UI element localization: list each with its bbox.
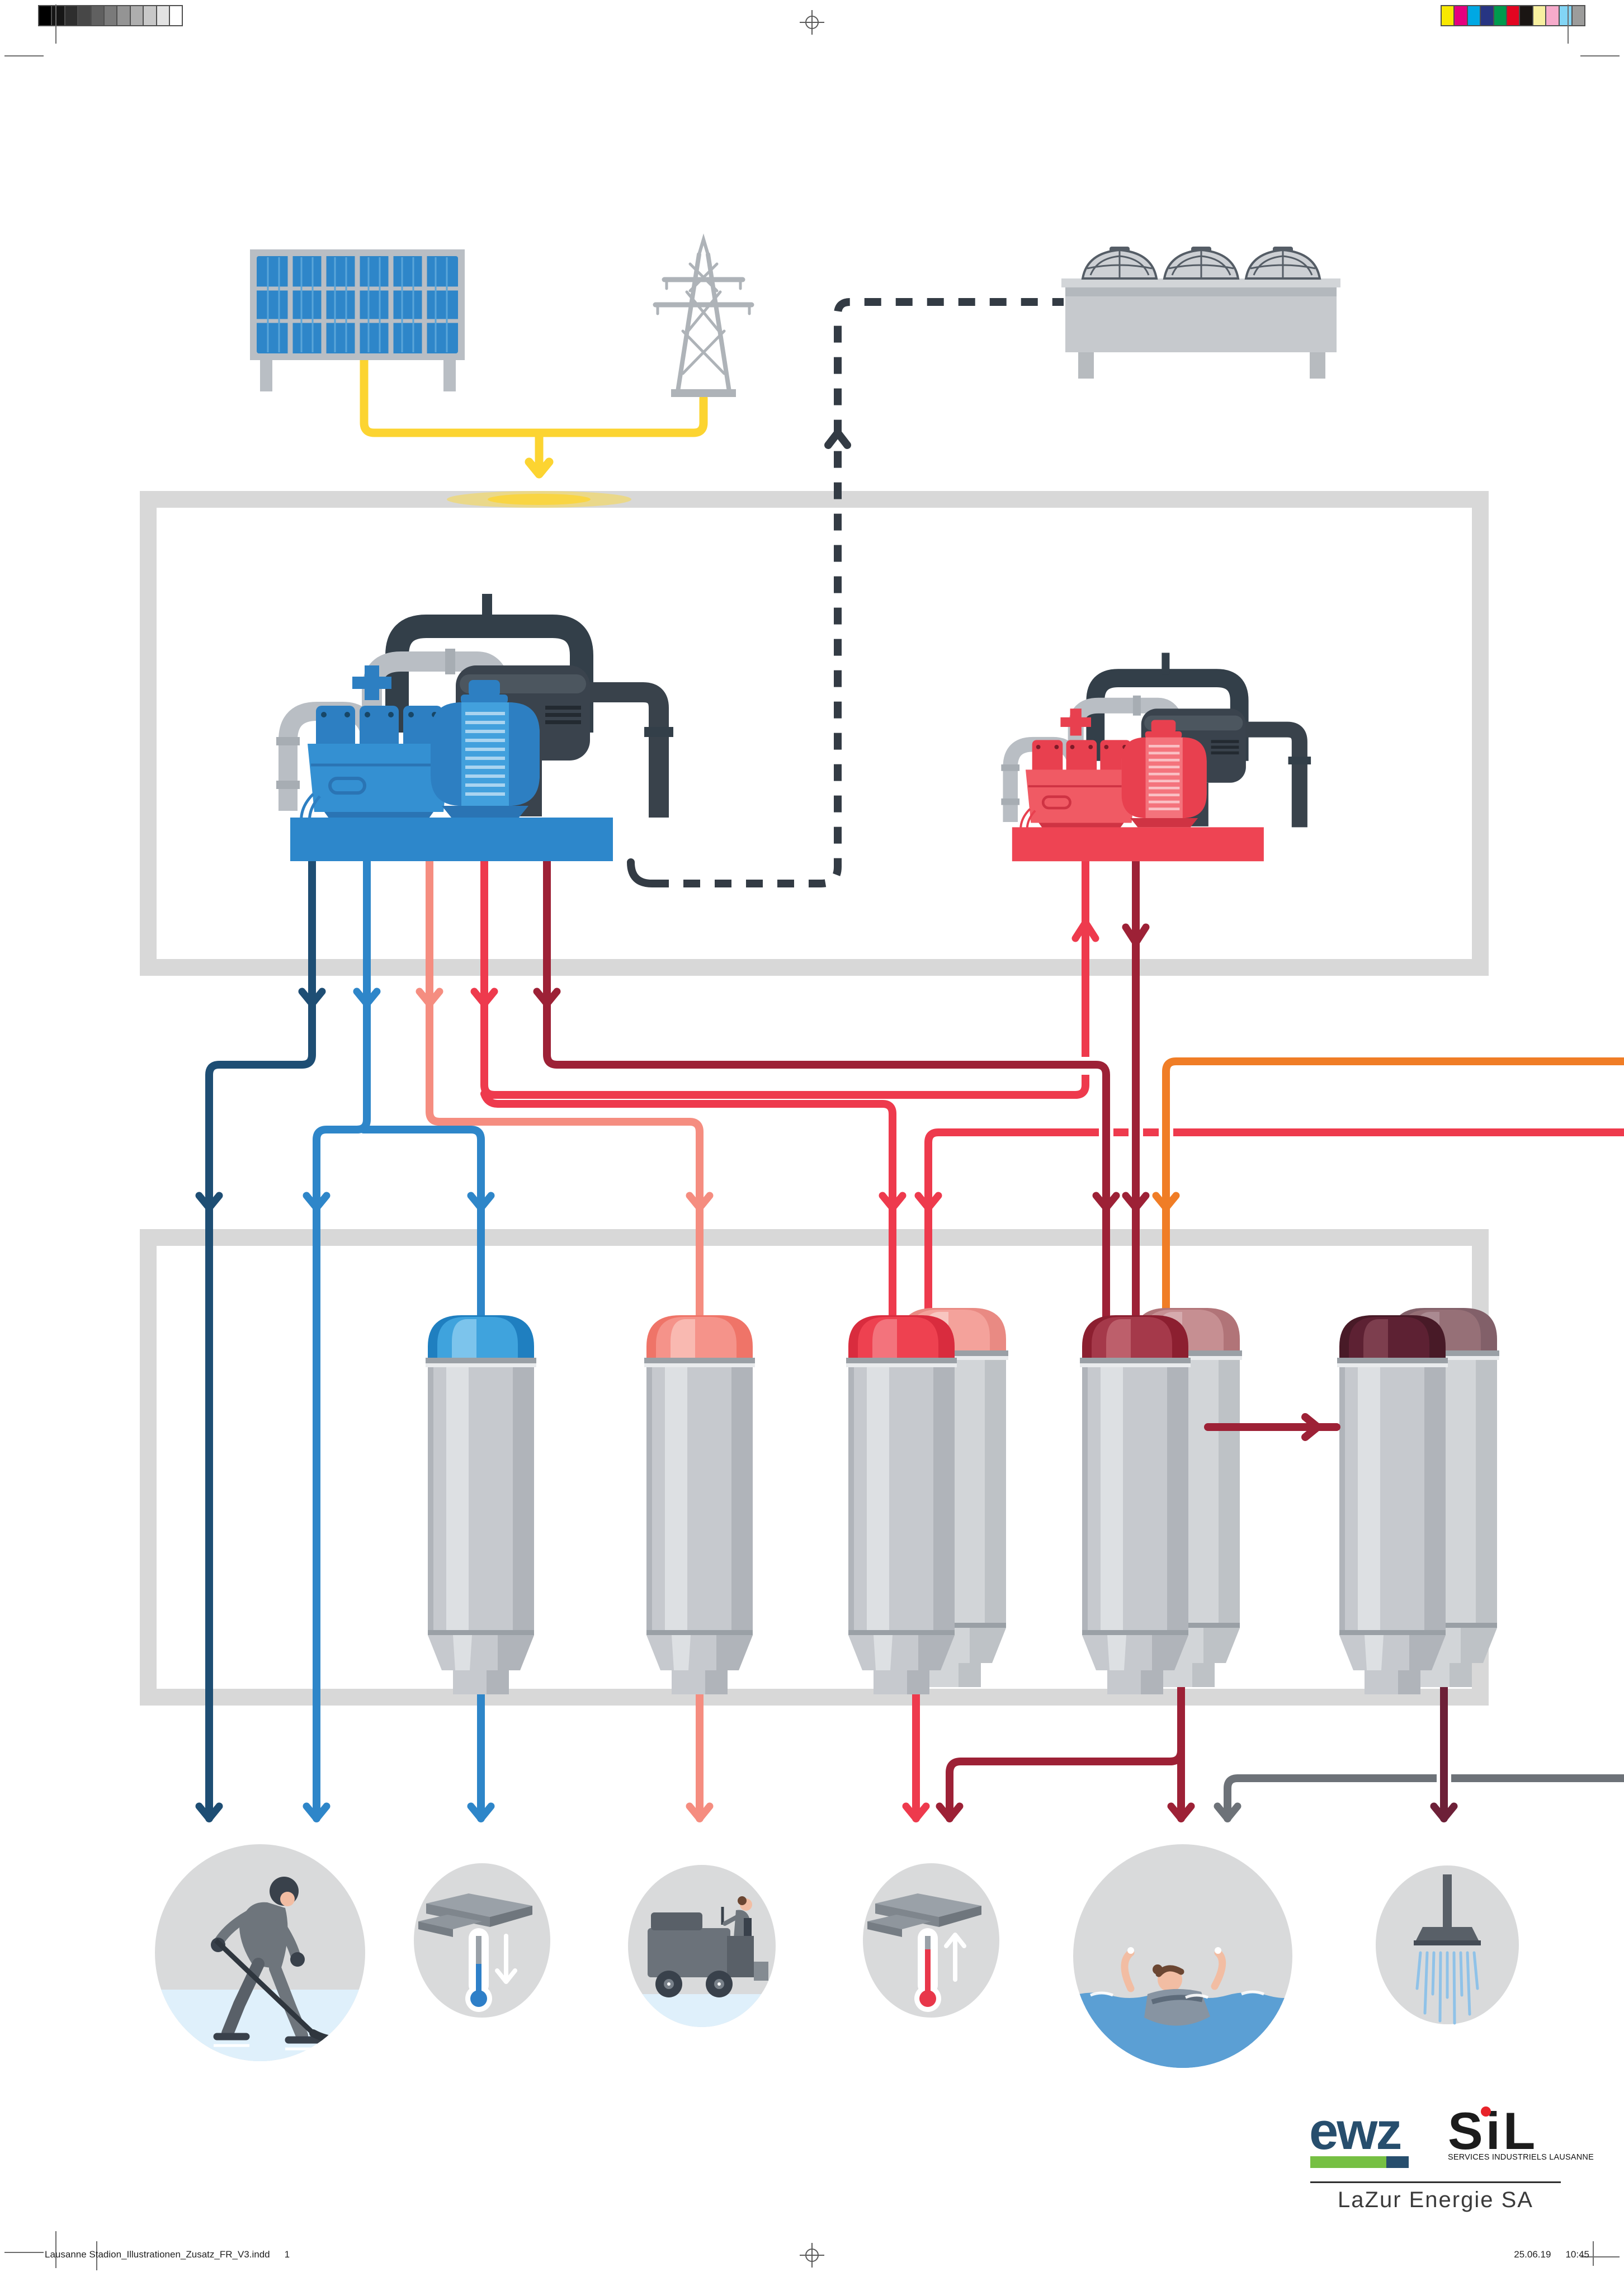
zamboni-icon (628, 1865, 776, 2027)
flow-arrowheads (195, 919, 1458, 1822)
flow-external-gray (1224, 1774, 1624, 1822)
calibration-square (51, 5, 65, 26)
ewz-logo: ewz (1309, 2101, 1402, 2160)
calibration-square (90, 5, 105, 26)
tank-cold-blue (426, 1315, 536, 1694)
calibration-square (129, 5, 144, 26)
calibration-square (1532, 5, 1547, 26)
fan-guards (1081, 247, 1321, 280)
flow-external-orange (1162, 1057, 1624, 1357)
sil-logo-red-dot (1481, 2106, 1491, 2117)
machine-room-box (140, 491, 1489, 976)
ewz-logo-bar-green (1310, 2156, 1386, 2168)
slug-filename-line: Lausanne Stadion_Illustrationen_Zusatz_F… (45, 2249, 290, 2260)
electricity-glow-core (488, 494, 591, 505)
consumer-icons (155, 1844, 1519, 2068)
tank-warm-red (846, 1315, 957, 1694)
electricity-lines (360, 353, 708, 479)
thermometer-up-icon (863, 1863, 999, 2018)
slug-page-number: 1 (284, 2249, 290, 2260)
flow-warm-to-tank (480, 1090, 896, 1357)
registration-mark-top (800, 10, 824, 35)
tank-hottest-maroon (1337, 1315, 1448, 1694)
sil-logo: SiL (1448, 2101, 1538, 2160)
calibration-square (38, 5, 53, 26)
slug-filename: Lausanne Stadion_Illustrationen_Zusatz_F… (45, 2249, 270, 2260)
slug-time: 10:45 (1565, 2249, 1589, 2260)
swimmer-icon (1073, 1844, 1292, 2068)
storage-tanks (426, 1308, 1499, 1694)
flow-coldest (205, 857, 316, 1822)
tank-transfer-arrow (1204, 1413, 1340, 1441)
crop-marks (4, 4, 1620, 2270)
company-name: LaZur Energie SA (1338, 2188, 1533, 2212)
calibration-square (155, 5, 170, 26)
exhaust-heat-dashed-line (627, 298, 1064, 887)
calibration-square (1558, 5, 1573, 26)
flow-cold-to-tank (360, 1126, 485, 1357)
calibration-square (1545, 5, 1560, 26)
dry-cooler-icon (1061, 247, 1340, 379)
tank-hot-wine (1080, 1315, 1191, 1694)
out-hot-branch-floor (946, 1746, 1185, 1822)
registration-mark-bottom (800, 2243, 824, 2268)
color-calibration-bar (1441, 5, 1586, 26)
solar-panel-icon (250, 249, 465, 391)
footer-divider (1310, 2181, 1561, 2183)
sil-logo-subtitle: SERVICES INDUSTRIELS LAUSANNE (1448, 2153, 1594, 2162)
flow-warm-to-heatpump (480, 857, 1089, 1099)
flow-lines (205, 857, 1624, 1822)
chiller-blue (276, 594, 673, 861)
flow-lukewarm-to-tank (426, 857, 704, 1357)
calibration-square (1571, 5, 1586, 26)
grayscale-calibration-bar (38, 5, 183, 26)
hockey-player-icon (155, 1844, 365, 2061)
tank-cool-salmon (644, 1315, 755, 1694)
flow-cold-left (313, 857, 371, 1822)
slug-date: 25.06.19 (1514, 2249, 1551, 2260)
transmission-tower-icon (653, 233, 754, 397)
shower-icon (1376, 1865, 1519, 2025)
calibration-square (168, 5, 183, 26)
thermometer-down-icon (414, 1863, 550, 2018)
slug-datetime-line: 25.06.19 10:45 (1429, 2249, 1589, 2260)
ewz-logo-bar-navy (1386, 2156, 1409, 2168)
storage-box (140, 1229, 1489, 1706)
flow-external-warm (924, 1128, 1624, 1357)
flow-hot-from-chiller (543, 857, 1110, 1357)
heat-pump-red (1001, 653, 1311, 861)
